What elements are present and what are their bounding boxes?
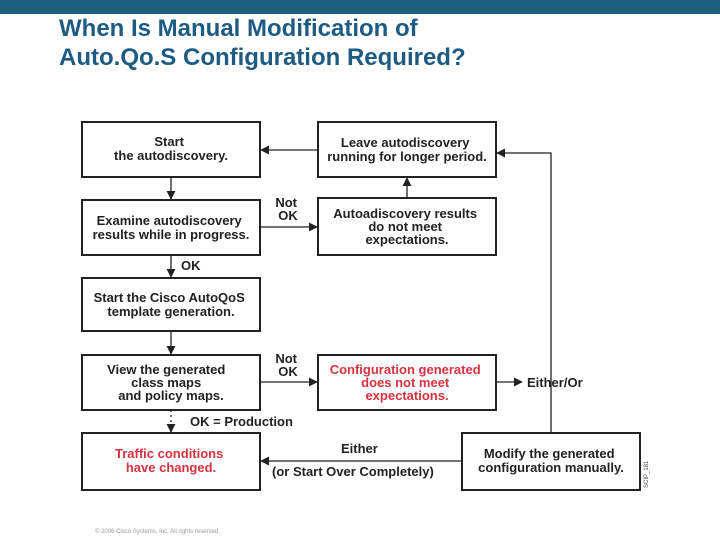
slide-title: When Is Manual Modification of Auto.Qo.S… (59, 14, 679, 72)
arrow-modify-loop-to-leave (496, 148, 552, 433)
not-ok-label-1: Not OK (275, 195, 300, 223)
start-over-label: (or Start Over Completely) (272, 464, 434, 479)
examine-text: Examine autodiscovery results while in p… (93, 213, 250, 242)
leave-box (317, 121, 497, 178)
either-label: Either (341, 441, 378, 456)
either-or-label: Either/Or (527, 375, 583, 390)
results-not-met-box (317, 197, 497, 256)
view-text: View the generated class maps and policy… (107, 362, 229, 403)
traffic-text: Traffic conditions have changed. (115, 446, 227, 475)
leave-text: Leave autodiscovery running for longer p… (327, 135, 487, 164)
not-ok-label-2: Not OK (275, 351, 300, 379)
examine-box (81, 199, 261, 256)
traffic-box (81, 432, 261, 491)
ok-label: OK (181, 258, 201, 273)
generate-box (81, 277, 261, 332)
config-not-met-text: Configuration generated does not meet ex… (330, 362, 485, 403)
config-not-met-box (317, 354, 497, 411)
title-line-2: Auto.Qo.S Configuration Required? (59, 44, 466, 71)
copyright-footer: © 2006 Cisco Systems, Inc. All rights re… (95, 529, 220, 535)
top-banner (0, 0, 720, 14)
ok-production-label: OK = Production (190, 414, 293, 429)
results-not-met-text: Autoadiscovery results do not meet expec… (333, 206, 480, 247)
modify-text: Modify the generated configuration manua… (478, 446, 624, 475)
modify-box (461, 432, 641, 491)
start-box (81, 121, 261, 178)
title-line-1: When Is Manual Modification of (59, 15, 418, 42)
start-text: Start the autodiscovery. (114, 134, 228, 163)
figure-id: SCIP_181 (644, 460, 650, 488)
generate-text: Start the Cisco AutoQoS template generat… (94, 290, 249, 319)
